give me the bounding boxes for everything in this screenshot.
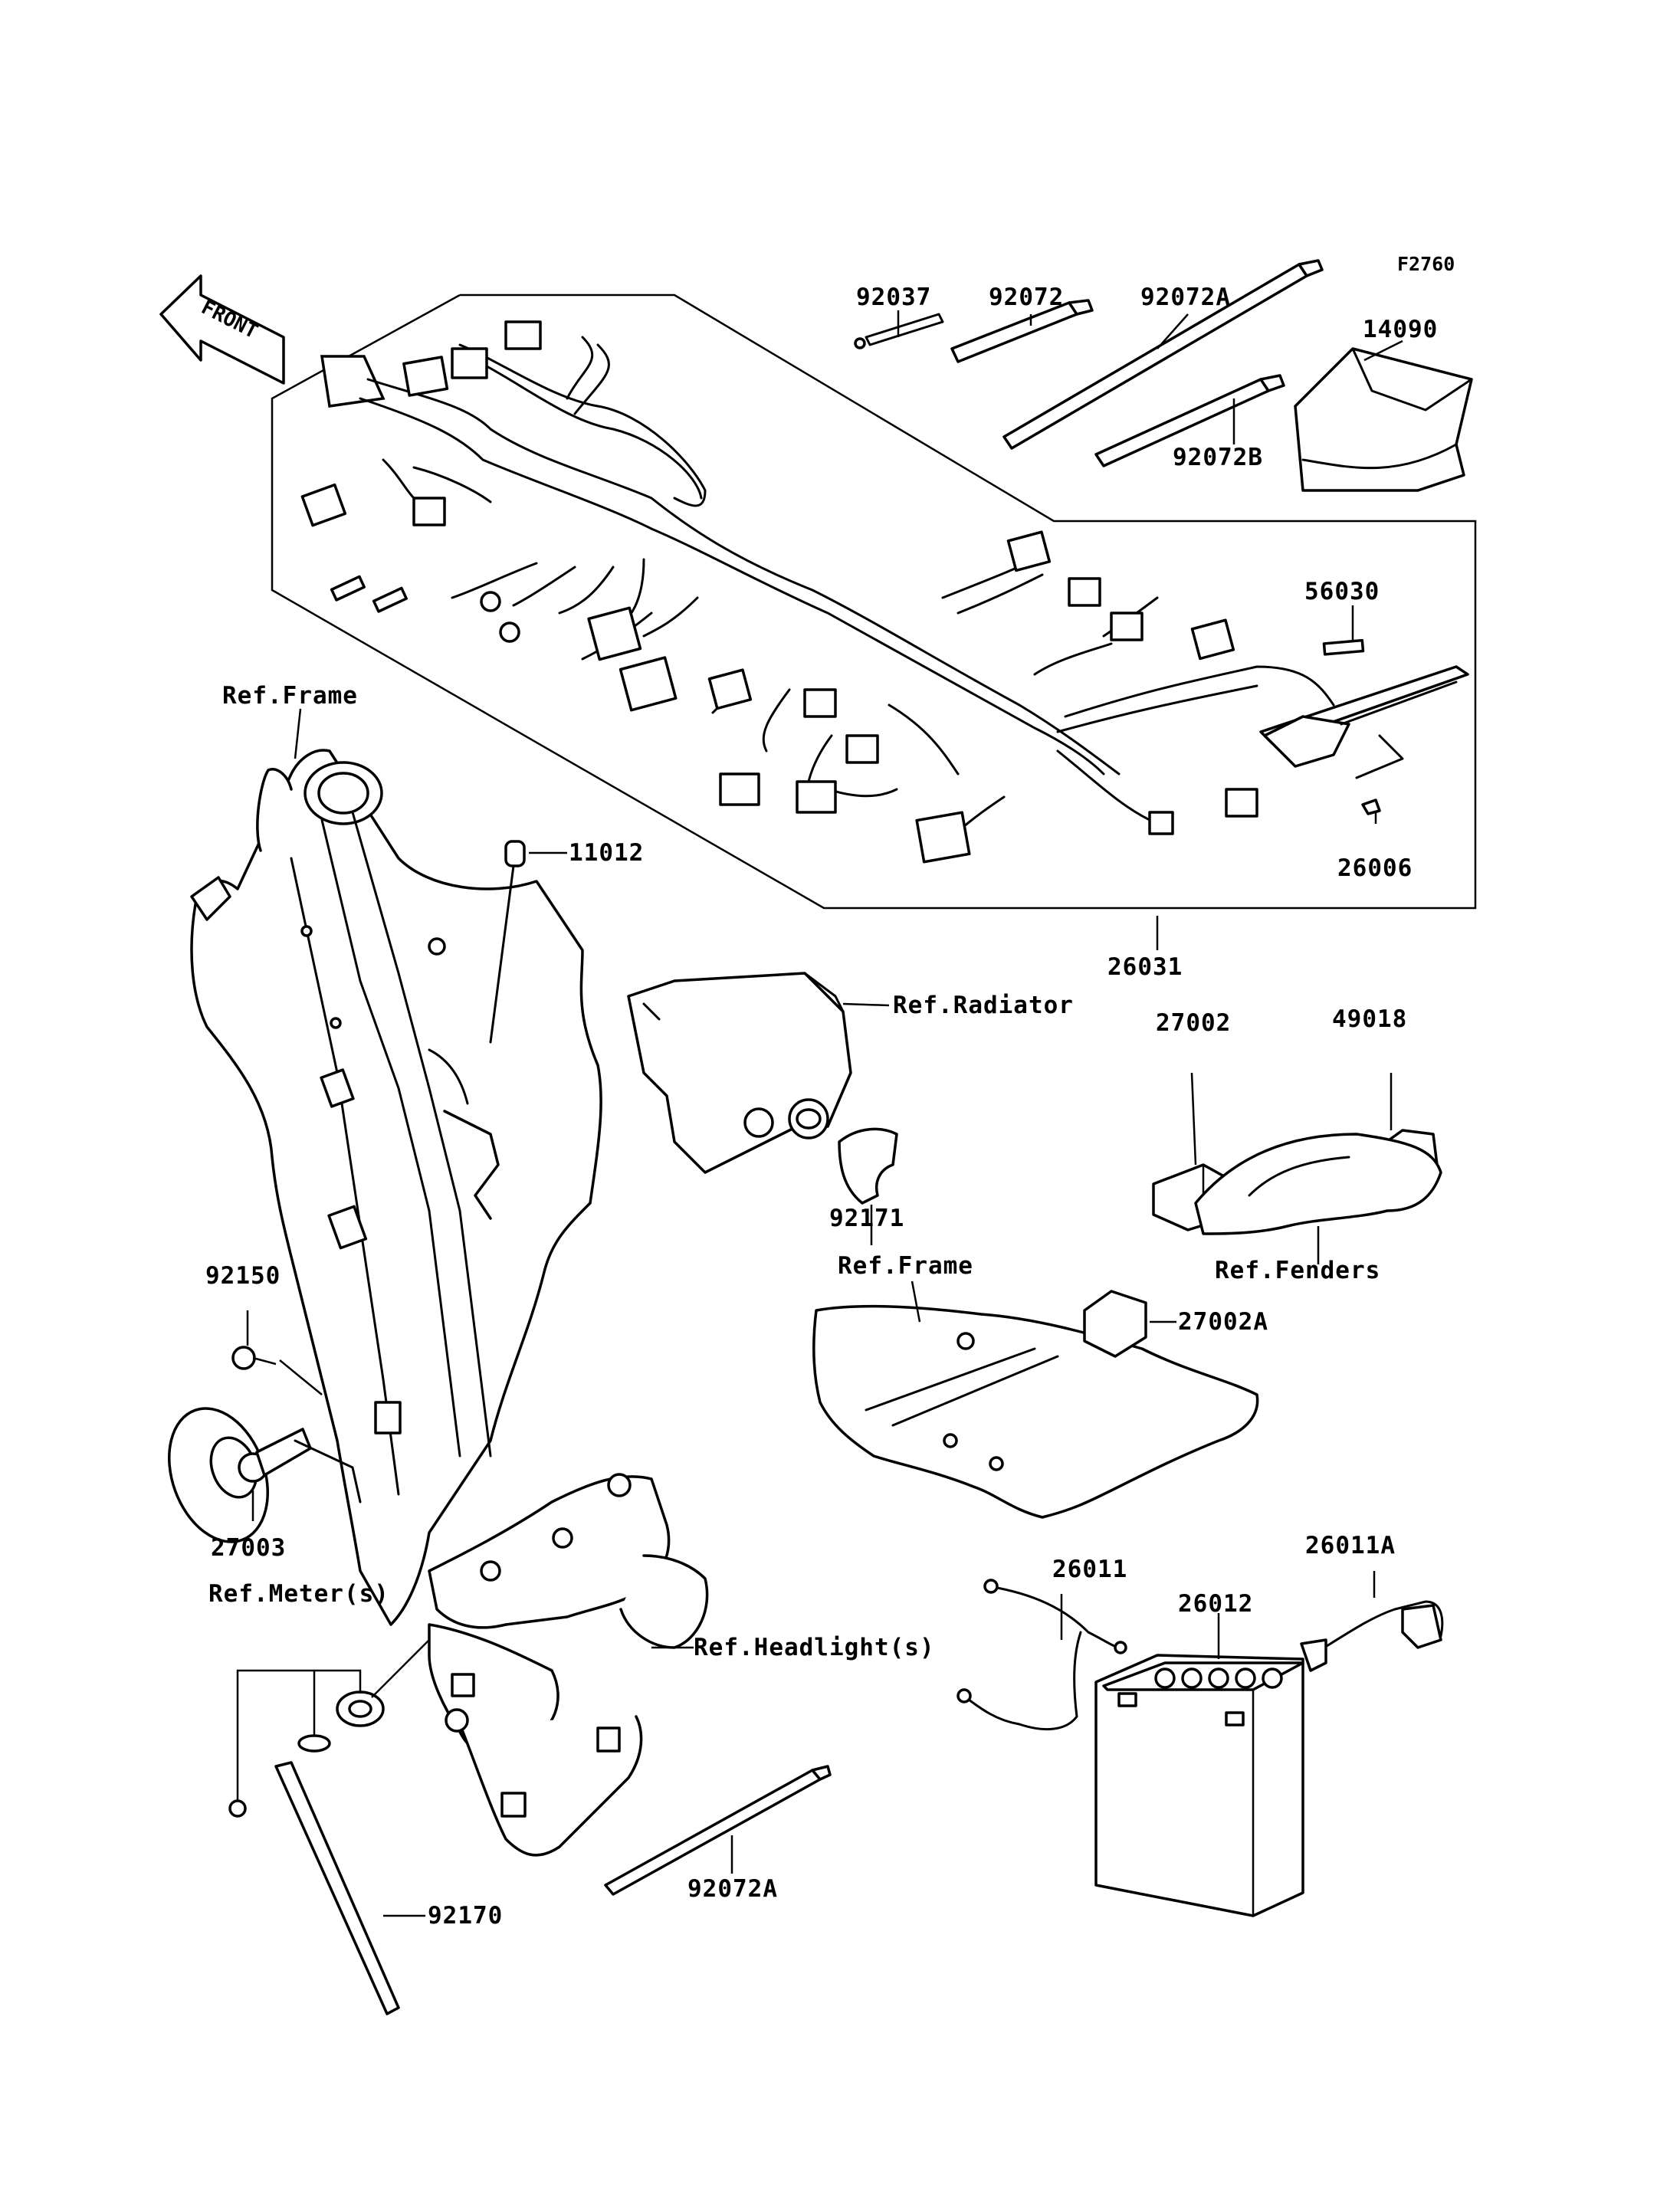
label-56030: 56030: [1304, 578, 1380, 605]
label-ref-frame-mid: Ref.Frame: [838, 1252, 973, 1280]
bolt-92150: [231, 1346, 277, 1370]
label-26006: 26006: [1337, 854, 1413, 882]
fuse-box: [1259, 665, 1469, 779]
meter-fittings: [228, 1639, 430, 1818]
leader-lines-refs: [294, 708, 921, 1323]
label-27002A: 27002A: [1178, 1308, 1268, 1336]
label-49018: 49018: [1332, 1005, 1407, 1033]
band-92170: [274, 1761, 400, 2015]
front-arrow-icon: FRONT: [159, 274, 285, 385]
harness-group-outline: [271, 293, 1477, 910]
figure-code: F2760: [1397, 253, 1455, 275]
label-26011: 26011: [1052, 1556, 1127, 1583]
label-14090: 14090: [1363, 316, 1438, 343]
label-92171: 92171: [829, 1205, 904, 1232]
label-56030: [1322, 638, 1365, 656]
cable-26011: [956, 1579, 1127, 1731]
battery-26012: [1094, 1654, 1304, 1917]
strap-92072: [950, 301, 1078, 363]
frame-assembly: [190, 749, 709, 1857]
label-ref-meters: Ref.Meter(s): [208, 1580, 389, 1608]
label-92037: 92037: [856, 284, 931, 311]
label-11012: 11012: [569, 839, 644, 867]
fender: [1194, 1133, 1442, 1235]
radiator-bracket: [627, 972, 852, 1174]
label-26012: 26012: [1178, 1590, 1253, 1618]
label-92170: 92170: [428, 1902, 503, 1930]
label-ref-headlights: Ref.Headlight(s): [694, 1634, 935, 1661]
cover-14090: [1294, 347, 1473, 492]
label-27003: 27003: [211, 1534, 286, 1562]
label-92072A-top: 92072A: [1140, 284, 1231, 311]
label-ref-fenders: Ref.Fenders: [1215, 1257, 1380, 1284]
fuse-26006: [1361, 798, 1381, 815]
main-harness: [300, 320, 1335, 864]
leader-lines-top: [897, 310, 1403, 950]
relay-27002A: [1083, 1290, 1147, 1358]
grommet-11012: [504, 840, 526, 867]
label-92072B: 92072B: [1173, 444, 1263, 471]
label-26031: 26031: [1107, 953, 1183, 981]
label-92072: 92072: [989, 284, 1064, 311]
mid-frame-section: [812, 1304, 1259, 1519]
label-ref-radiator: Ref.Radiator: [893, 992, 1074, 1019]
clamp-92037: [854, 313, 944, 349]
label-26011A: 26011A: [1305, 1532, 1396, 1559]
label-92150: 92150: [205, 1262, 281, 1290]
label-ref-frame-top: Ref.Frame: [222, 682, 358, 710]
label-27002: 27002: [1156, 1009, 1231, 1037]
label-92072A-bottom: 92072A: [687, 1875, 778, 1903]
horn-27003: [168, 1407, 362, 1543]
clamp-92171: [838, 1127, 898, 1205]
cable-26011A: [1300, 1600, 1444, 1672]
